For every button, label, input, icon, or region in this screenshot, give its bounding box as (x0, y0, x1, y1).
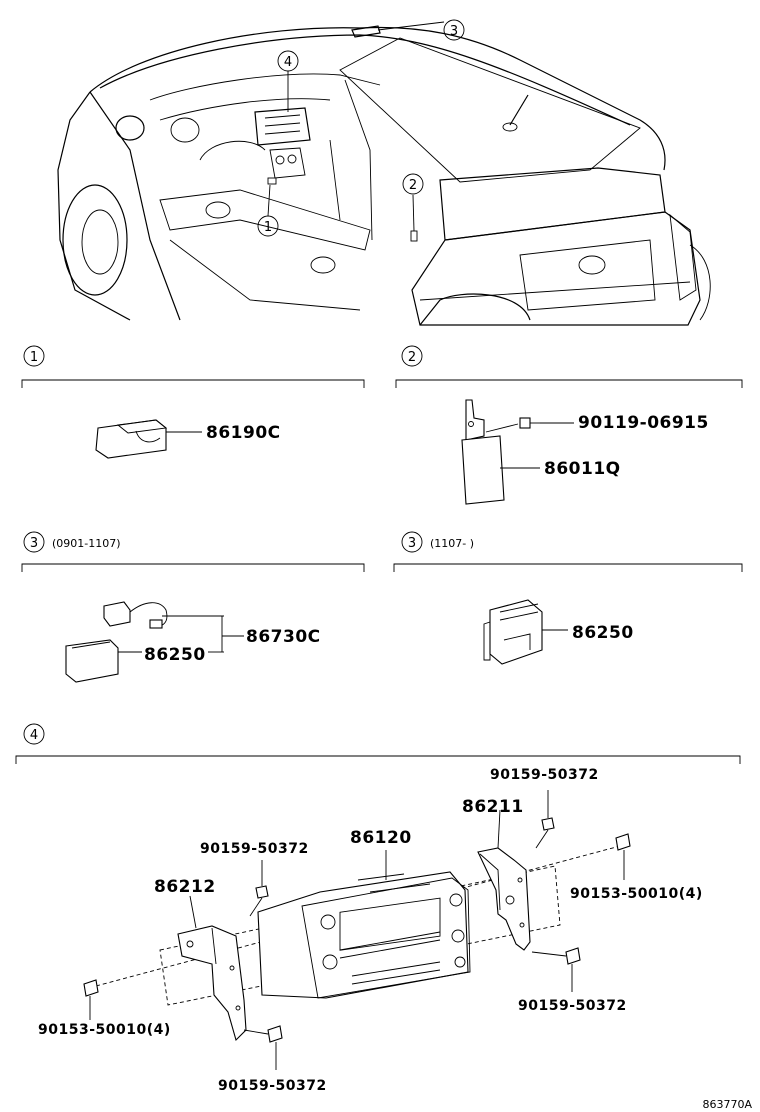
bolt-bottom (243, 1025, 283, 1070)
part-86211-label: 86211 (462, 797, 524, 817)
part-86011Q-drawing (461, 399, 540, 505)
part-86250b-label: 86250 (572, 623, 634, 643)
section-3b-number: 3 (408, 536, 416, 551)
section-2-number: 2 (408, 350, 416, 365)
part-86212-drawing (177, 895, 247, 1042)
callout-4: 4 (284, 55, 292, 70)
bolt-top-right (535, 790, 555, 849)
part-90153-50010-right-label: 90153-50010(4) (570, 886, 703, 902)
part-86211-drawing (477, 809, 531, 951)
bolt-left (83, 979, 99, 1020)
part-86011Q-label: 86011Q (544, 459, 621, 479)
part-86212-label: 86212 (154, 877, 216, 897)
section-4: 4 86120 86211 (15, 723, 741, 1094)
part-86250a-label: 86250 (144, 645, 206, 665)
part-86730C-drawing (65, 601, 244, 683)
part-86120-label: 86120 (350, 828, 412, 848)
section-4-number: 4 (30, 728, 38, 743)
part-86250b-drawing (483, 599, 568, 665)
part-90159-50372-top-left-label: 90159-50372 (200, 841, 309, 857)
part-86120-drawing (257, 850, 471, 999)
vehicle-callouts: 3 4 2 1 (257, 19, 465, 237)
bolt-bottom-right (531, 947, 581, 992)
section-3a-number: 3 (30, 536, 38, 551)
section-2: 2 90119-06915 86011Q (395, 345, 743, 505)
figure-code: 863770A (702, 1098, 752, 1111)
part-90159-50372-bottom-right-label: 90159-50372 (518, 998, 627, 1014)
part-90159-50372-top-right-label: 90159-50372 (490, 767, 599, 783)
part-90159-50372-bottom-label: 90159-50372 (218, 1078, 327, 1094)
callout-1: 1 (264, 220, 272, 235)
section-3a: 3 (0901-1107) 86730C 86250 (21, 531, 365, 683)
part-86190C-label: 86190C (206, 423, 281, 443)
section-3a-range: (0901-1107) (52, 537, 121, 550)
part-90119-06915-label: 90119-06915 (578, 413, 709, 433)
section-1-number: 1 (30, 350, 38, 365)
bolt-top-left (249, 860, 269, 917)
section-3b-range: (1107- ) (430, 537, 474, 550)
vehicle-illustration (57, 25, 711, 326)
part-90153-50010-left-label: 90153-50010(4) (38, 1022, 171, 1038)
part-86730C-label: 86730C (246, 627, 321, 647)
part-86190C-drawing (95, 419, 202, 459)
callout-3: 3 (450, 24, 458, 39)
section-3b: 3 (1107- ) 86250 (393, 531, 743, 665)
section-1: 1 86190C (21, 345, 365, 459)
bolt-right (615, 833, 631, 880)
callout-2: 2 (409, 178, 417, 193)
